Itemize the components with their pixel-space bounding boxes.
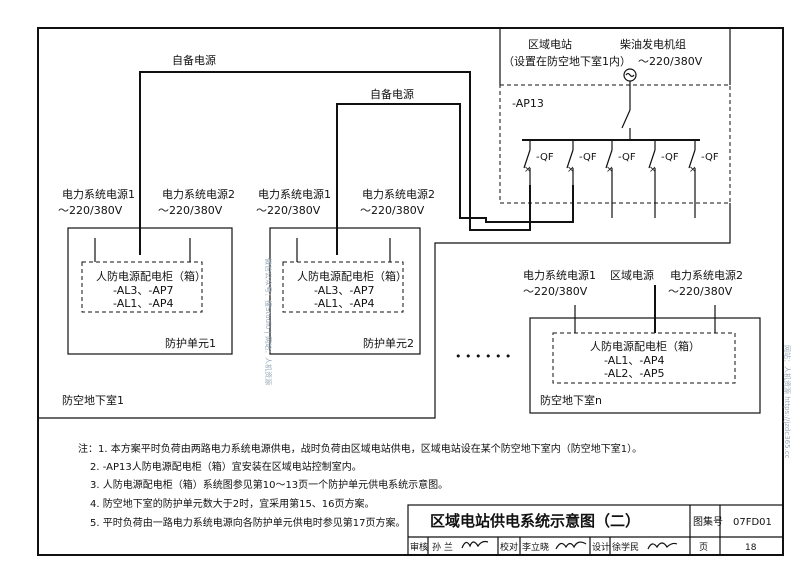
basement-n-box [529, 317, 761, 414]
ellipsis: • • • • • • [455, 350, 511, 363]
page-label: 页 [699, 542, 708, 553]
station-location: （设置在防空地下室1内） [503, 54, 631, 68]
unit2-v1: ～220/380V [256, 204, 321, 217]
basementn-src1: 电力系统电源1 [523, 268, 596, 282]
checker-label: 校对 [500, 541, 518, 553]
basementn-cabinet-label: 人防电源配电柜（箱） [590, 339, 700, 353]
basement1-boundary [38, 203, 731, 419]
svg-text:×: × [606, 165, 614, 175]
note-4: 4. 防空地下室的防护单元数大于2时，宜采用第15、16页方案。 [90, 497, 375, 510]
standby-label-1: 自备电源 [172, 53, 216, 67]
designer-signature [647, 542, 678, 550]
unit2-line2: -AL1、-AP4 [314, 297, 375, 310]
unit1-line2: -AL1、-AP4 [113, 297, 174, 310]
basementn-line2: -AL2、-AP5 [604, 367, 665, 380]
generator-switch [621, 109, 631, 129]
unit1-src1: 电力系统电源1 [62, 187, 135, 201]
unit2-box [269, 227, 421, 355]
breaker-label-1: -QF [536, 152, 554, 163]
unit2-cabinet-label: 人防电源配电柜（箱） [297, 269, 407, 283]
designer-label: 设计 [592, 541, 610, 553]
basement1-label: 防空地下室1 [62, 393, 124, 407]
basementn-src2: 电力系统电源2 [670, 268, 743, 282]
unit1-cabinet [81, 261, 203, 313]
breaker-label-4: -QF [661, 152, 679, 163]
svg-text:×: × [689, 165, 697, 175]
basement-n-cabinet [552, 332, 736, 384]
basementn-line1: -AL1、-AP4 [604, 354, 665, 367]
unit1-v2: ～220/380V [158, 204, 223, 217]
basementn-v2: ～220/380V [668, 285, 733, 298]
breaker-label-2: -QF [579, 152, 597, 163]
unit2-line1: -AL3、-AP7 [314, 284, 375, 297]
unit1-name: 防护单元1 [165, 336, 216, 350]
basementn-v1: ～220/380V [523, 285, 588, 298]
reviewer-signature [461, 540, 489, 549]
svg-text:×: × [649, 165, 657, 175]
station-box [499, 84, 731, 204]
title-block [407, 504, 784, 556]
station-name: 区域电站 [528, 37, 572, 51]
page-number: 18 [745, 543, 757, 553]
unit1-cabinet-label: 人防电源配电柜（箱） [96, 269, 206, 283]
note-3: 3. 人防电源配电柜（箱）系统图参见第10～13页一个防护单元供电系统示意图。 [90, 478, 448, 491]
note-2: 2. -AP13人防电源配电柜（箱）宜安装在区域电站控制室内。 [90, 460, 362, 473]
panel-label: -AP13 [512, 97, 544, 110]
basementn-name: 防空地下室n [540, 393, 602, 407]
generator-wave-icon [625, 72, 635, 78]
breaker-label-3: -QF [618, 152, 636, 163]
unit1-line1: -AL3、-AP7 [113, 284, 174, 297]
basementn-src-mid: 区域电源 [610, 268, 654, 282]
svg-text:×: × [524, 165, 532, 175]
standby-label-2: 自备电源 [370, 87, 414, 101]
unit1-box [67, 227, 233, 355]
watermark-left: 微信公众号：搜Studio | 网站：人机资源 [264, 258, 273, 385]
unit2-src1: 电力系统电源1 [258, 187, 331, 201]
breaker-label-5: -QF [701, 152, 719, 163]
atlas-label: 图集号 [693, 515, 723, 528]
unit2-v2: ～220/380V [360, 204, 425, 217]
svg-text:×: × [567, 165, 575, 175]
standby-line-2 [336, 103, 574, 255]
note-1: 注：1. 本方案平时负荷由两路电力系统电源供电，战时负荷由区域电站供电，区域电站… [78, 442, 642, 455]
reviewer-label: 审核 [410, 541, 428, 553]
unit2-cabinet [282, 261, 404, 313]
designer-name: 徐学民 [612, 541, 639, 553]
unit1-v1: ～220/380V [58, 204, 123, 217]
unit1-src2: 电力系统电源2 [162, 187, 235, 201]
checker-name: 李立晓 [522, 541, 549, 553]
note-5: 5. 平时负荷由一路电力系统电源向各防护单元供电时参见第17页方案。 [90, 516, 405, 529]
watermark-right: 网站：人机资源 https://jzdc365.cc [783, 345, 792, 459]
checker-signature [555, 541, 587, 550]
unit2-src2: 电力系统电源2 [362, 187, 435, 201]
reviewer-name: 孙 兰 [432, 541, 453, 553]
breaker-group: × × × × × [523, 140, 697, 218]
generator-label: 柴油发电机组 [620, 37, 686, 51]
unit2-name: 防护单元2 [363, 336, 414, 350]
atlas-number: 07FD01 [733, 517, 772, 528]
drawing-title: 区域电站供电系统示意图（二） [430, 512, 640, 530]
generator-voltage: ～220/380V [638, 55, 703, 68]
